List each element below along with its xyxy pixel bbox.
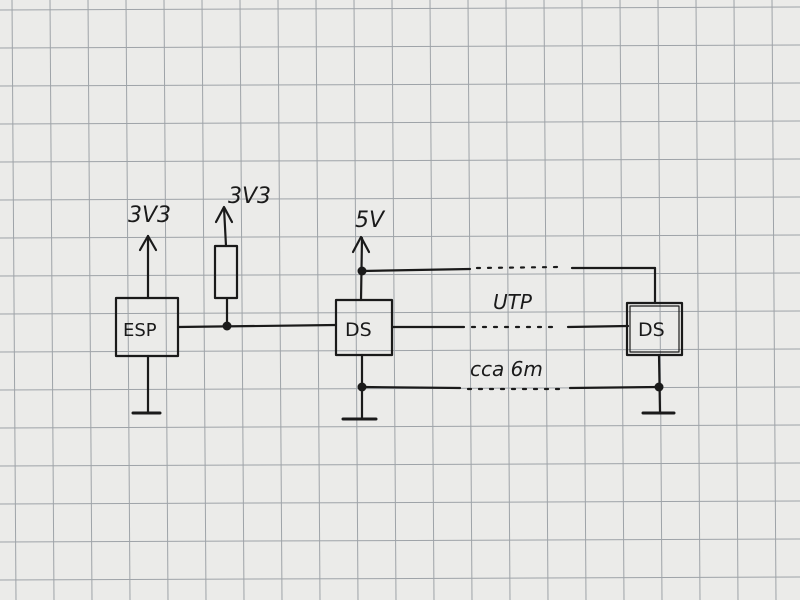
- grid-line-vertical: [201, 0, 207, 600]
- grid-line-horizontal: [0, 44, 800, 49]
- schematic-lines: [114, 205, 684, 421]
- grid-line-vertical: [391, 0, 397, 600]
- junction-gnd-remote: [654, 382, 664, 392]
- grid-line-vertical: [429, 0, 435, 600]
- grid-line-horizontal: [0, 82, 800, 87]
- grid-line-horizontal: [0, 310, 800, 315]
- pullup-supply-arrow-icon: [214, 205, 234, 224]
- cable-length-label: cca 6m: [470, 357, 543, 381]
- grid-line-horizontal: [0, 348, 800, 353]
- pullup-upper-wire: [222, 206, 228, 248]
- grid-line-vertical: [543, 0, 549, 600]
- junction-gnd-local: [357, 382, 367, 392]
- ds-remote-block-inner: [629, 305, 680, 353]
- cable-gnd-left: [360, 385, 462, 390]
- grid-line-vertical: [315, 0, 321, 600]
- data-wire-esp-ds: [176, 323, 338, 329]
- cable-gnd-right: [568, 385, 662, 390]
- junction-pullup: [222, 321, 232, 331]
- cable-data-right: [566, 324, 630, 329]
- grid-line-horizontal: [0, 6, 800, 11]
- grid-line-vertical: [87, 0, 93, 600]
- grid-line-vertical: [467, 0, 473, 600]
- grid-line-vertical: [163, 0, 169, 600]
- grid-line-horizontal: [0, 120, 800, 125]
- ds-remote-label: DS: [638, 319, 665, 341]
- ds-supply-arrow-icon: [351, 235, 371, 254]
- grid-line-vertical: [239, 0, 245, 600]
- grid-line-horizontal: [0, 272, 800, 277]
- grid-line-vertical: [505, 0, 511, 600]
- grid-line-horizontal: [0, 462, 800, 467]
- grid-line-vertical: [125, 0, 131, 600]
- esp-supply-arrow-icon: [138, 234, 158, 252]
- grid-line-horizontal: [0, 538, 800, 543]
- grid-line-horizontal: [0, 386, 800, 391]
- grid-line-vertical: [695, 0, 701, 600]
- cable-type-label: UTP: [493, 290, 533, 314]
- grid-line-vertical: [11, 0, 17, 600]
- grid-line-horizontal: [0, 500, 800, 505]
- junction-dots: [222, 266, 664, 392]
- grid-line-vertical: [771, 0, 777, 600]
- ds-supply-label: 5V: [355, 208, 386, 233]
- grid-line-vertical: [49, 0, 55, 600]
- junction-vcc: [357, 266, 367, 276]
- pullup-supply-label: 3V3: [228, 184, 271, 209]
- esp-label: ESP: [123, 320, 157, 341]
- grid-line-horizontal: [0, 158, 800, 163]
- grid-line-vertical: [619, 0, 625, 600]
- grid-line-horizontal: [0, 576, 800, 581]
- grid-line-vertical: [733, 0, 739, 600]
- grid-line-vertical: [657, 0, 663, 600]
- pullup-resistor: [213, 244, 239, 300]
- grid-line-horizontal: [0, 424, 800, 429]
- grid-line-vertical: [277, 0, 283, 600]
- grid-line-horizontal: [0, 196, 800, 201]
- cable-vcc-dotted: [475, 265, 562, 270]
- grid-line-vertical: [581, 0, 587, 600]
- ds-remote-block: [625, 301, 684, 357]
- grid-line-horizontal: [0, 234, 800, 239]
- cable-vcc-left: [360, 267, 472, 273]
- ds-local-label: DS: [345, 319, 372, 341]
- esp-supply-label: 3V3: [128, 203, 171, 228]
